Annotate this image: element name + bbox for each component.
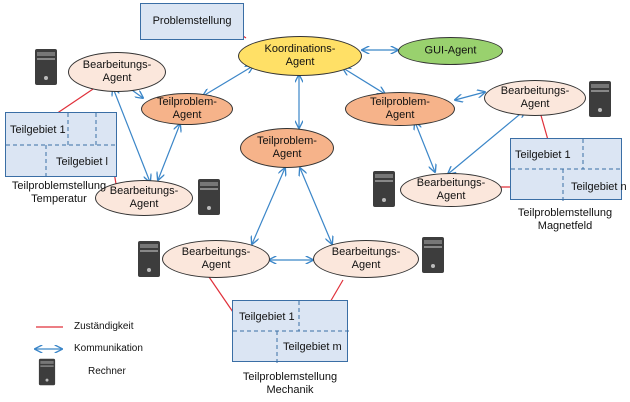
computer-icon — [198, 179, 220, 215]
processing-agent-label: Bearbeitungs- Agent — [181, 246, 251, 271]
region-temperature-caption: Teilproblemstellung Temperatur — [11, 180, 107, 205]
region-temperature: Teilgebiet 1 Teilgebiet l — [5, 112, 118, 178]
region-mechanics: Teilgebiet 1 Teilgebiet m — [232, 300, 349, 363]
region-cell-n: Teilgebiet l — [56, 156, 108, 168]
region-cell-n: Teilgebiet n — [571, 181, 627, 193]
comm-arrow-center-b — [300, 168, 332, 244]
region-cell-n: Teilgebiet m — [283, 341, 342, 353]
comm-arrow-coord-right — [343, 68, 385, 94]
comm-arrow-right-c — [448, 110, 525, 174]
region-cell-1: Teilgebiet 1 — [239, 311, 295, 323]
legend-responsibility: Zuständigkeit — [74, 321, 134, 332]
processing-agent-label: Bearbeitungs- Agent — [500, 85, 570, 110]
comm-arrow-center-a — [252, 168, 285, 244]
comm-arrow-coord-left — [203, 66, 253, 96]
region-grid — [511, 139, 623, 201]
processing-agent-top-left: Bearbeitungs- Agent — [68, 52, 166, 92]
region-cell-1: Teilgebiet 1 — [10, 124, 66, 136]
subproblem-left-label: Teilproblem- Agent — [157, 96, 217, 121]
comm-arrow-left-b — [158, 124, 180, 180]
problem-box: Problemstellung — [140, 3, 244, 40]
processing-agent-label: Bearbeitungs- Agent — [109, 185, 179, 210]
computer-icon — [589, 81, 611, 117]
subproblem-agent-right: Teilproblem- Agent — [345, 92, 455, 126]
gui-agent-label: GUI-Agent — [424, 44, 477, 57]
processing-agent-top-right: Bearbeitungs- Agent — [484, 80, 586, 116]
resp-line-mech-a — [206, 273, 236, 316]
region-grid — [6, 113, 118, 178]
subproblem-agent-left: Teilproblem- Agent — [141, 93, 233, 125]
processing-agent-lower-right: Bearbeitungs- Agent — [400, 173, 502, 207]
computer-icon — [35, 49, 57, 85]
computer-icon — [422, 237, 444, 273]
subproblem-right-label: Teilproblem- Agent — [370, 96, 430, 121]
processing-agent-bottom-right: Bearbeitungs- Agent — [313, 240, 419, 278]
comm-arrow-right-a — [455, 92, 485, 100]
subproblem-center-label: Teilproblem- Agent — [257, 135, 317, 160]
computer-icon — [138, 241, 160, 277]
processing-agent-label: Bearbeitungs- Agent — [416, 177, 486, 202]
legend-computer: Rechner — [88, 366, 126, 377]
comm-arrow-left-c — [113, 88, 150, 182]
region-cell-1: Teilgebiet 1 — [515, 149, 571, 161]
comm-arrow-right-b — [415, 122, 435, 172]
processing-agent-label: Bearbeitungs- Agent — [82, 59, 152, 84]
legend-computer-icon — [38, 358, 56, 386]
processing-agent-bottom-left: Bearbeitungs- Agent — [162, 240, 270, 278]
region-magnet: Teilgebiet 1 Teilgebiet n — [510, 138, 627, 201]
resp-line-tr — [539, 111, 549, 141]
computer-icon — [373, 171, 395, 207]
legend-communication: Kommunikation — [74, 343, 143, 354]
region-grid — [233, 301, 349, 363]
problem-label: Problemstellung — [152, 15, 232, 27]
processing-agent-lower-left: Bearbeitungs- Agent — [95, 180, 193, 216]
coordinator-label: Koordinations- Agent — [264, 43, 336, 68]
region-magnet-caption: Teilproblemstellung Magnetfeld — [517, 207, 613, 232]
subproblem-agent-center: Teilproblem- Agent — [240, 128, 334, 168]
region-mechanics-caption: Teilproblemstellung Mechanik — [242, 371, 338, 396]
gui-agent: GUI-Agent — [398, 37, 503, 65]
processing-agent-label: Bearbeitungs- Agent — [331, 246, 401, 271]
coordinator-agent: Koordinations- Agent — [238, 36, 362, 76]
